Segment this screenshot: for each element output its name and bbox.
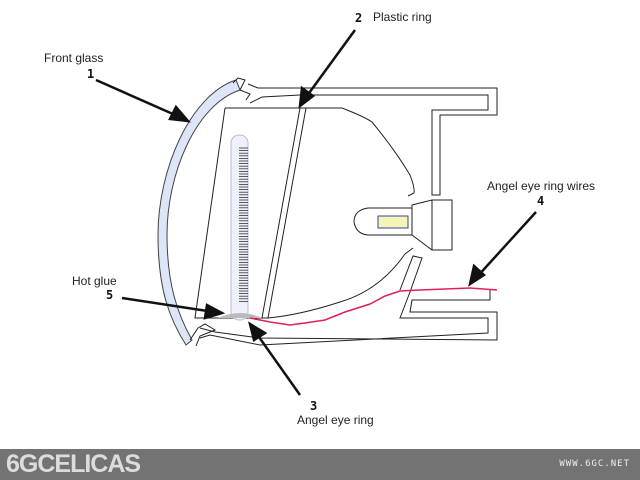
plastic-ring-number: 2 <box>355 11 363 25</box>
angel-eye-wire <box>249 287 498 326</box>
angel-eye-ring-label: Angel eye ring <box>297 413 374 427</box>
glass-clip-top <box>232 77 251 101</box>
led-hatching <box>239 147 248 302</box>
front-glass-number: 1 <box>87 67 95 81</box>
angel-eye-ring-number: 3 <box>310 399 318 413</box>
bulb-filament <box>377 215 409 229</box>
front-glass-label: Front glass <box>44 51 104 65</box>
plastic-ring-shape <box>262 107 307 319</box>
angel-eye-ring <box>230 134 249 321</box>
housing-top <box>247 83 498 196</box>
angel-eye-ring-wires-label: Angel eye ring wires <box>487 179 596 193</box>
pointer-arrows <box>95 29 537 396</box>
front-glass <box>157 79 241 346</box>
bulb-socket <box>411 199 453 251</box>
angel-eye-ring-wires-number: 4 <box>537 194 545 208</box>
footer-bar: 6GCELICAS WWW.6GC.NET <box>0 449 640 480</box>
hot-glue-number: 5 <box>106 288 114 302</box>
housing-bottom <box>199 255 498 346</box>
brand-logo: 6GCELICAS <box>6 450 141 478</box>
bulb <box>353 207 412 236</box>
reflector-bowl <box>267 107 415 319</box>
hot-glue-label: Hot glue <box>72 274 117 288</box>
plastic-ring-label: Plastic ring <box>373 10 432 24</box>
glass-clip-bottom <box>189 323 217 347</box>
site-url: WWW.6GC.NET <box>559 459 630 469</box>
hot-glue <box>218 313 262 318</box>
